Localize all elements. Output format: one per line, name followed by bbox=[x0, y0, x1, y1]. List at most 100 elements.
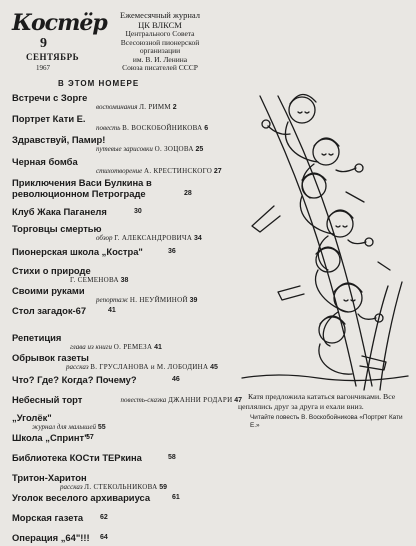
toc-entry-title: Торговцы смертью bbox=[12, 223, 102, 234]
toc-entry-title: Приключения Васи Булкина в революционном… bbox=[12, 177, 152, 199]
toc-entry[interactable]: Приключения Васи Булкина в революционном… bbox=[12, 177, 240, 199]
toc-entry-page: 36 bbox=[168, 248, 176, 255]
toc-entry-author: В. ГРУСЛАНОВА и М. ЛОБОДИНА bbox=[90, 363, 209, 371]
toc-entry-author: Г. АЛЕКСАНДРОВИЧА bbox=[114, 234, 193, 242]
toc-entry-title: Клуб Жака Паганеля bbox=[12, 206, 107, 217]
toc-entry[interactable]: Небесный торт повесть-сказка ДЖАННИ РОДА… bbox=[12, 394, 242, 405]
toc-entry-subtitle: повесть bbox=[96, 124, 121, 132]
toc-entry-author: В. ВОСКОБОЙНИКОВА bbox=[122, 124, 203, 132]
toc-entry-title: Стол загадок-67 bbox=[12, 305, 87, 316]
publisher-line: Всесоюзной пионерской bbox=[120, 37, 200, 47]
issue-number: 9 bbox=[40, 36, 47, 51]
toc-entry-page: 47 bbox=[234, 397, 242, 404]
toc-entry-title: Стихи о природе bbox=[12, 265, 91, 276]
toc-entry[interactable]: Школа „Спринт" 57 bbox=[12, 432, 240, 443]
toc-entry-subtitle: повесть-сказка bbox=[120, 396, 167, 404]
toc-entry-author: Г. СЕМЕНОВА bbox=[70, 276, 119, 284]
toc-entry[interactable]: „Уголёк" журнал для малышей 55 bbox=[12, 412, 240, 432]
toc-entry-title: „Уголёк" bbox=[12, 412, 52, 423]
toc-entry-title: Пионерская школа „Костра" bbox=[12, 246, 143, 257]
publisher-info: Ежемесячный журнал ЦК ВЛКСМ Центрального… bbox=[86, 10, 234, 73]
toc-entry-subtitle: путевые зарисовки bbox=[96, 145, 153, 153]
toc-entry-title: Встречи с Зорге bbox=[12, 92, 88, 103]
toc-entry-page: 64 bbox=[100, 534, 108, 541]
toc-entry[interactable]: Клуб Жака Паганеля 30 bbox=[12, 206, 240, 217]
toc-entry[interactable]: Стол загадок-67 41 bbox=[12, 305, 240, 316]
publisher-line: им. В. И. Ленина bbox=[132, 54, 188, 64]
illustration-caption: Катя предложила кататься вагончиками. Вс… bbox=[238, 392, 396, 411]
toc-heading: В ЭТОМ НОМЕРЕ bbox=[58, 79, 140, 88]
illustration-caption-note: Читайте повесть В. Воскобойникова «Портр… bbox=[250, 414, 403, 429]
magazine-logo: Костёр bbox=[12, 10, 108, 36]
toc-entry-title: Черная бомба bbox=[12, 156, 78, 167]
toc-entry[interactable]: Торговцы смертью обзор Г. АЛЕКСАНДРОВИЧА… bbox=[12, 223, 240, 243]
toc-entry-title: Небесный торт bbox=[12, 394, 83, 405]
toc-entry-page: 58 bbox=[168, 454, 176, 461]
publisher-line: ЦК ВЛКСМ bbox=[138, 20, 182, 30]
toc-entry-subtitle: журнал для малышей bbox=[32, 423, 97, 431]
toc-entry-title: Что? Где? Когда? Почему? bbox=[12, 374, 137, 385]
toc-entry-author: А. КРЕСТИНСКОГО bbox=[144, 167, 213, 175]
toc-entry-page: 30 bbox=[134, 208, 142, 215]
publisher-line: организации bbox=[139, 46, 181, 55]
toc-entry-title: Тритон-Харитон bbox=[12, 472, 87, 483]
toc-entry-page: 45 bbox=[210, 364, 218, 371]
toc-entry[interactable]: Обрывок газеты рассказ В. ГРУСЛАНОВА и М… bbox=[12, 352, 240, 372]
toc-entry-title: Морская газета bbox=[12, 512, 84, 523]
toc-entry[interactable]: Репетиция глава из книги О. РЕМЕЗА 41 bbox=[12, 332, 240, 352]
issue-year: 1967 bbox=[36, 64, 50, 72]
toc-entry-page: 61 bbox=[172, 494, 180, 501]
toc-entry[interactable]: Черная бомба стихотворение А. КРЕСТИНСКО… bbox=[12, 156, 240, 176]
toc-entry-page: 6 bbox=[204, 125, 209, 132]
toc-entry-title: Школа „Спринт" bbox=[12, 432, 89, 443]
toc-entry-author: Л. СТЕКОЛЬНИКОВА bbox=[84, 483, 158, 491]
illustration-children-on-slide bbox=[241, 93, 409, 391]
toc-entry[interactable]: Что? Где? Когда? Почему? 46 bbox=[12, 374, 240, 385]
toc-entry[interactable]: Пионерская школа „Костра" 36 bbox=[12, 246, 240, 257]
toc-entry-page: 27 bbox=[213, 168, 222, 175]
toc-entry-subtitle: рассказ bbox=[60, 483, 83, 491]
toc-entry-page: 57 bbox=[86, 434, 94, 441]
toc-entry-title: Здравствуй, Памир! bbox=[12, 134, 106, 145]
toc-entry-title: Портрет Кати Е. bbox=[12, 113, 86, 124]
toc-entry[interactable]: Уголок веселого архивариуса 61 bbox=[12, 492, 240, 503]
publisher-line: Центрального Совета bbox=[125, 29, 195, 38]
toc-entry[interactable]: Здравствуй, Памир! путевые зарисовки О. … bbox=[12, 134, 240, 154]
toc-entry-title: Уголок веселого архивариуса bbox=[12, 492, 151, 503]
toc-entry-page: 62 bbox=[100, 514, 108, 521]
toc-entry-page: 34 bbox=[193, 235, 202, 242]
toc-entry-author: Л. РИММ bbox=[139, 103, 171, 111]
toc-entry-title: Своими руками bbox=[12, 285, 85, 296]
toc-entry-page: 2 bbox=[172, 104, 177, 111]
toc-entry[interactable]: Морская газета 62 bbox=[12, 512, 240, 523]
toc-entry[interactable]: Встречи с Зорге воспоминания Л. РИММ 2 bbox=[12, 92, 240, 112]
toc-entry-subtitle: стихотворение bbox=[96, 167, 143, 175]
toc-entry[interactable]: Стихи о природе Г. СЕМЕНОВА 38 bbox=[12, 265, 240, 285]
toc-entry-page: 38 bbox=[120, 277, 129, 284]
toc-entry-author: О. РЕМЕЗА bbox=[113, 343, 153, 351]
toc-entry-subtitle: глава из книги bbox=[70, 343, 112, 351]
toc-entry-title: Операция „64"!!! bbox=[12, 532, 90, 543]
toc-entry-page: 55 bbox=[97, 424, 106, 431]
publisher-line: Ежемесячный журнал bbox=[120, 10, 200, 20]
toc-entry-author: Н. НЕУЙМИНОЙ bbox=[129, 296, 188, 304]
toc-entry-page: 41 bbox=[108, 307, 116, 314]
toc-entry-page: 59 bbox=[159, 484, 168, 491]
toc-entry[interactable]: Операция „64"!!! 64 bbox=[12, 532, 240, 543]
publisher-line: Союза писателей СССР bbox=[122, 63, 198, 72]
toc-entry[interactable]: Библиотека КОСти ТЕРкина 58 bbox=[12, 452, 240, 463]
toc-entry-page: 46 bbox=[172, 376, 180, 383]
toc-entry[interactable]: Тритон-Харитон рассказ Л. СТЕКОЛЬНИКОВА … bbox=[12, 472, 240, 492]
toc-entry-page: 28 bbox=[184, 190, 192, 197]
toc-entry[interactable]: Своими руками репортаж Н. НЕУЙМИНОЙ 39 bbox=[12, 285, 240, 305]
toc-entry-subtitle: рассказ bbox=[66, 363, 89, 371]
toc-entry-page: 25 bbox=[195, 146, 204, 153]
toc-entry-author: О. ЗОЦОВА bbox=[154, 145, 194, 153]
toc-entry-title: Обрывок газеты bbox=[12, 352, 89, 363]
toc-entry-title: Репетиция bbox=[12, 332, 62, 343]
toc-entry[interactable]: Портрет Кати Е. повесть В. ВОСКОБОЙНИКОВ… bbox=[12, 113, 240, 133]
toc-entry-author: ДЖАННИ РОДАРИ bbox=[168, 396, 233, 404]
toc-entry-title: Библиотека КОСти ТЕРкина bbox=[12, 452, 142, 463]
issue-month: СЕНТЯБРЬ bbox=[26, 52, 80, 62]
